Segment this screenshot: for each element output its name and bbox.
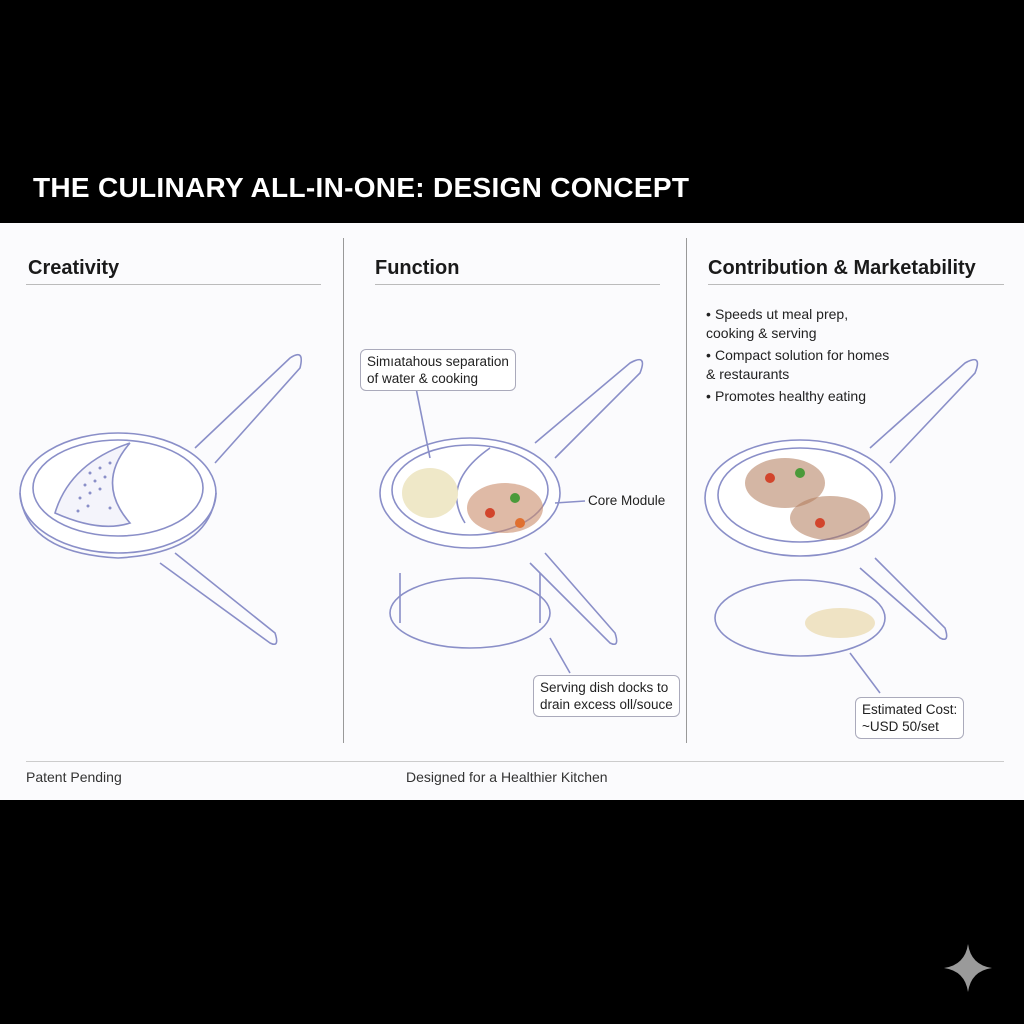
- pan-function-illustration: [379, 357, 644, 674]
- callout-serving-dish: Serving dish docks to drain excess oll/s…: [533, 675, 680, 717]
- pan-creativity-illustration: [19, 353, 303, 646]
- column-separator: [686, 238, 687, 743]
- footer-divider: [26, 761, 1004, 762]
- footer-patent: Patent Pending: [26, 769, 122, 785]
- marketability-bullets: •Speeds ut meal prep, cooking & serving …: [706, 305, 889, 409]
- callout-estimated-cost: Estimated Cost: ~USD 50/set: [855, 697, 965, 739]
- footer-tagline: Designed for a Healthier Kitchen: [406, 769, 608, 785]
- divider: [26, 284, 321, 285]
- pan-marketability-illustration: [704, 358, 979, 694]
- heading-function: Function: [375, 257, 460, 279]
- divider: [708, 284, 1004, 285]
- heading-creativity: Creativity: [28, 257, 120, 279]
- page-title: THE CULINARY ALL-IN-ONE: DESIGN CONCEPT: [33, 172, 690, 203]
- heading-contribution: Contribution & Marketability: [708, 257, 976, 279]
- sparkle-icon: [944, 944, 992, 992]
- divider: [375, 284, 660, 285]
- label-core-module: Core Module: [588, 493, 666, 508]
- bullet-item: •Compact solution for homes & restaurant…: [706, 347, 890, 382]
- concept-slide: Creativity Function Contribution & Marke…: [0, 223, 1024, 800]
- callout-separation: Simıatahous separation of water & cookin…: [360, 349, 516, 391]
- pan-illustrations: [19, 353, 979, 694]
- bullet-item: •Speeds ut meal prep, cooking & serving: [706, 306, 849, 341]
- column-separator: [343, 238, 344, 743]
- bullet-item: •Promotes healthy eating: [706, 388, 866, 404]
